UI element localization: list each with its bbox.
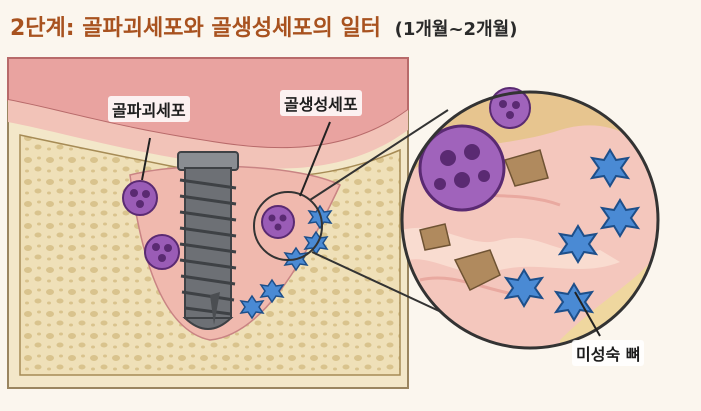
diagram-title: 2단계: 골파괴세포와 골생성세포의 일터 (1개월~2개월) — [10, 10, 517, 42]
osteoblast-cell-zoomed — [599, 198, 641, 238]
osteoclast-cell — [122, 180, 158, 216]
osteoclast-cell — [261, 205, 295, 239]
label-immature-bone: 미성숙 뼈 — [572, 340, 645, 366]
pointer-osteoclast — [141, 137, 151, 181]
focus-ring — [253, 191, 323, 261]
zoomed-view — [400, 87, 660, 350]
title-period: (1개월~2개월) — [394, 19, 518, 40]
osteoblast-cell-zoomed — [589, 148, 631, 188]
label-osteoblast: 골생성세포 — [280, 90, 362, 116]
osteoclast-cell — [489, 87, 531, 129]
osteoclast-cell — [144, 234, 180, 270]
zoom-connector-top — [309, 109, 449, 201]
osteoblast-cell — [239, 294, 265, 320]
osteoblast-cell-zoomed — [503, 268, 545, 308]
osteoblast-cell — [259, 278, 285, 304]
osteoblast-cell-zoomed — [553, 282, 595, 322]
osteoclast-cell-large — [418, 124, 506, 212]
pointer-immature-bone — [574, 291, 601, 337]
title-main: 2단계: 골파괴세포와 골생성세포의 일터 — [10, 16, 381, 41]
osteoclast-cells — [122, 180, 295, 270]
osteoblast-cell-zoomed — [557, 224, 599, 264]
label-osteoclast: 골파괴세포 — [108, 96, 190, 122]
dental-implant — [177, 151, 239, 330]
pointer-osteoblast — [299, 121, 331, 197]
